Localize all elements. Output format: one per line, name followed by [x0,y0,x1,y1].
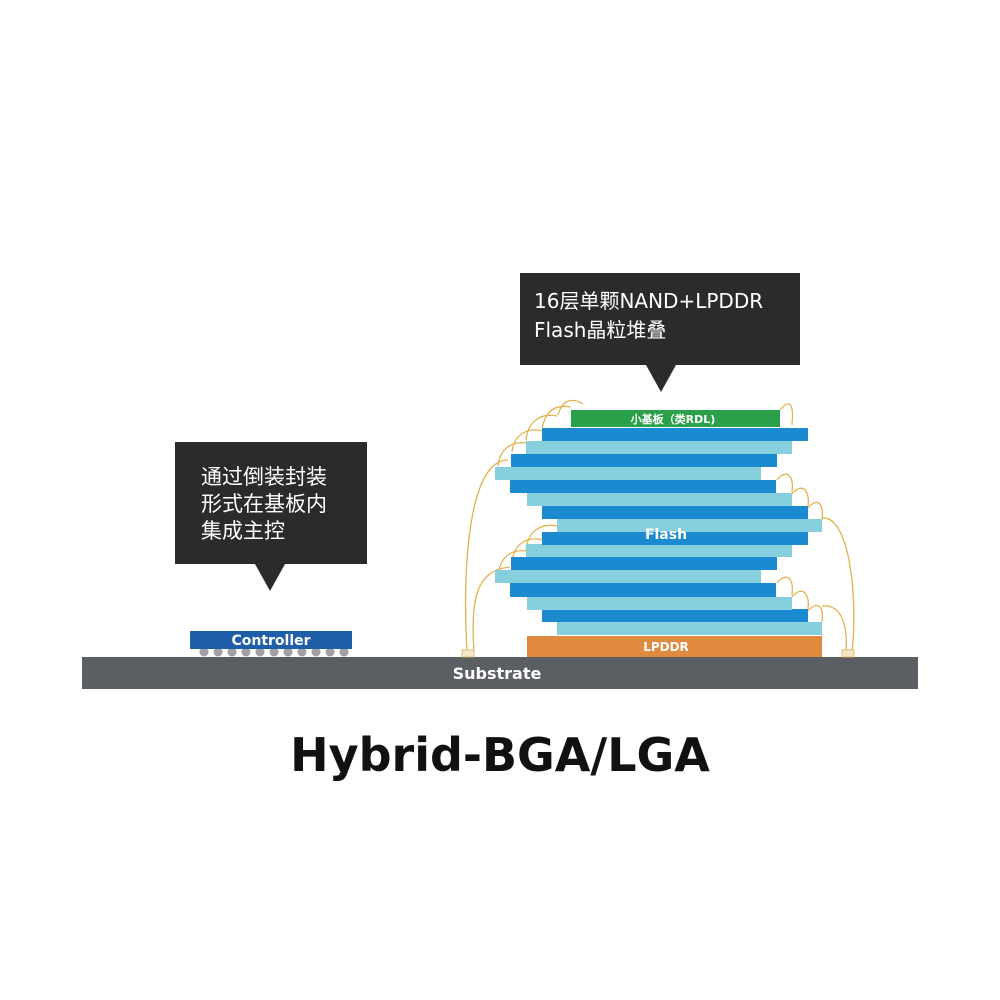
package-type-title: Hybrid-BGA/LGA [290,728,710,782]
controller-callout-box [175,442,367,564]
small-substrate-label: 小基板（类RDL) [630,412,716,426]
stack-callout-box [520,273,800,365]
flash-die [542,428,808,441]
flash-die [557,519,822,532]
controller-callout-line-2: 形式在基板内 [201,492,327,516]
flash-die [495,467,761,480]
flash-die [511,454,777,467]
stack-callout-line-2: Flash晶粒堆叠 [534,318,666,342]
controller-callout-pointer [255,564,285,591]
controller: Controller [190,631,352,657]
bond-wires [465,399,855,653]
controller-callout-line-3: 集成主控 [201,519,285,543]
substrate-bar [82,657,918,689]
controller-die [190,631,352,649]
flash-die [542,532,808,545]
controller-callout: 通过倒装封装 形式在基板内 集成主控 [175,442,367,591]
small-substrate: 小基板（类RDL) [571,410,780,427]
controller-callout-line-1: 通过倒装封装 [201,465,327,489]
flash-die [527,493,792,506]
flash-die [495,570,761,583]
solder-bumps [199,647,349,657]
stack-callout-line-1: 16层单颗NAND+LPDDR [534,289,763,313]
flash-die [510,583,776,597]
flash-label: Flash [645,527,687,543]
stack-callout-pointer [646,365,676,392]
flash-die [526,441,792,454]
flash-die [557,622,822,635]
flash-stack: Flash [495,428,822,635]
bond-pad-left [461,649,475,658]
flash-die [526,544,792,557]
substrate-label: Substrate [453,664,542,683]
lpddr-label: LPDDR [643,640,689,654]
lpddr-die: LPDDR [527,636,822,657]
substrate: Substrate [82,657,918,689]
flash-die [527,597,792,610]
flash-die [542,609,808,622]
bond-pad-right [841,649,855,658]
stack-callout: 16层单颗NAND+LPDDR Flash晶粒堆叠 [520,273,800,392]
flash-die [510,480,776,493]
controller-label: Controller [231,633,310,649]
flash-die [542,506,808,519]
flash-die [511,557,777,570]
